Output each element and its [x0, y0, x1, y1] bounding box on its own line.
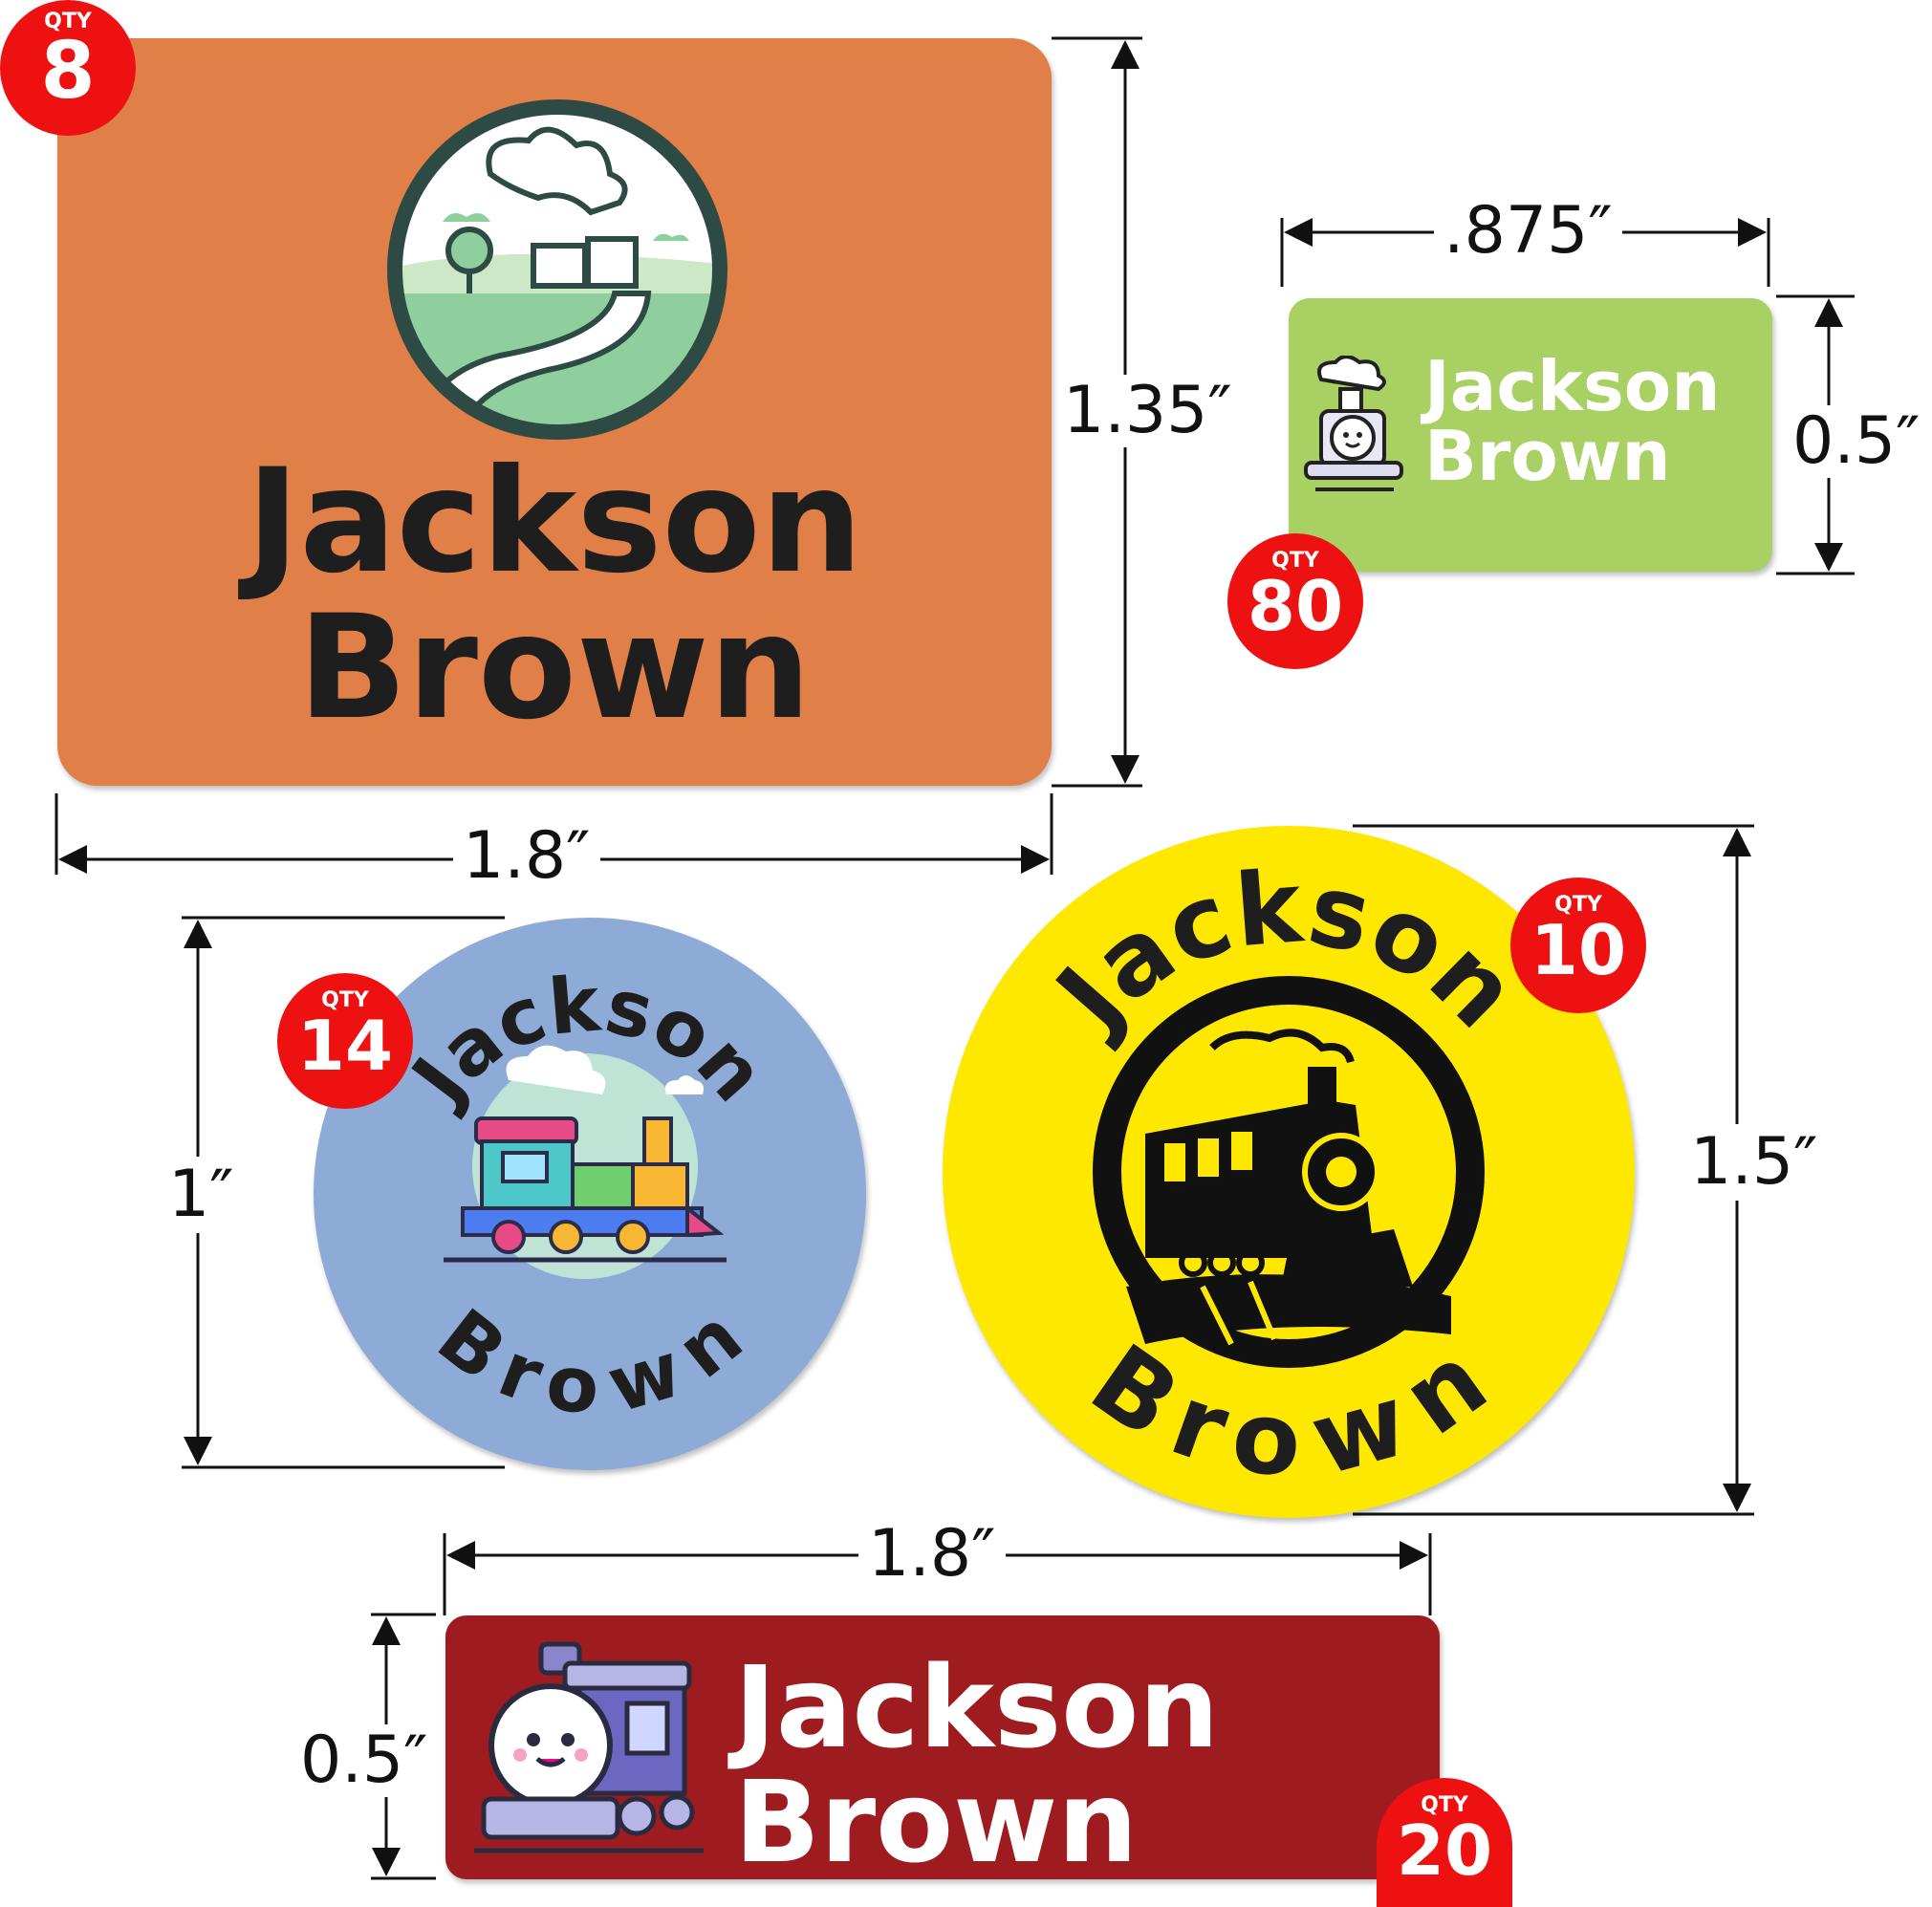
first-name: Jackson	[1424, 346, 1721, 426]
green-height-dimension: 0.5″	[1792, 403, 1921, 479]
last-name: Brown	[422, 1291, 759, 1431]
qty-number: 14	[296, 1006, 394, 1086]
qty-badge: QTY 8	[0, 0, 136, 136]
cartoon-train-icon	[1304, 356, 1403, 491]
orange-name-label: Jackson Brown	[57, 38, 1052, 786]
qty-number: 20	[1396, 1810, 1493, 1891]
yellow-height-dimension: 1.5″	[1690, 1124, 1818, 1201]
yellow-circle-name-label: Jackson Brown	[943, 826, 1635, 1518]
first-name: Jackson	[734, 1641, 1220, 1773]
orange-width-dimension: 1.8″	[453, 824, 600, 889]
blue-height-dimension: 1″	[168, 1157, 234, 1233]
last-name: Brown	[1424, 416, 1671, 497]
qty-badge: QTY 80	[1227, 533, 1363, 669]
qty-caption: QTY	[1271, 549, 1319, 573]
qty-caption: QTY	[44, 10, 92, 33]
blue-circle-name-label: Jackson Brown	[314, 918, 866, 1470]
qty-badge: QTY 10	[1510, 878, 1646, 1013]
qty-caption: QTY	[1554, 893, 1602, 917]
qty-badge: QTY 14	[277, 973, 413, 1109]
first-name: Jackson	[246, 439, 863, 605]
qty-number: 10	[1530, 910, 1627, 990]
steam-locomotive-icon	[1093, 976, 1485, 1368]
red-name-label: Jackson Brown	[445, 1615, 1440, 1889]
last-name: Brown	[734, 1756, 1139, 1889]
green-width-dimension: .875″	[1434, 199, 1622, 264]
landscape-train-icon	[387, 99, 727, 440]
qty-caption: QTY	[321, 988, 369, 1012]
red-width-dimension: 1.8″	[858, 1522, 1006, 1587]
qty-caption: QTY	[1421, 1793, 1468, 1817]
svg-text:Brown: Brown	[422, 1291, 759, 1431]
colorful-train-icon	[444, 1045, 727, 1279]
qty-badge: QTY 20	[1377, 1778, 1512, 1907]
red-height-dimension: 0.5″	[300, 1723, 428, 1798]
qty-number: 8	[40, 26, 96, 117]
qty-number: 80	[1247, 566, 1344, 646]
green-name-label: Jackson Brown	[1289, 298, 1772, 572]
purple-train-icon	[474, 1641, 704, 1853]
orange-height-dimension: 1.35″	[1063, 373, 1232, 448]
last-name: Brown	[297, 585, 812, 751]
